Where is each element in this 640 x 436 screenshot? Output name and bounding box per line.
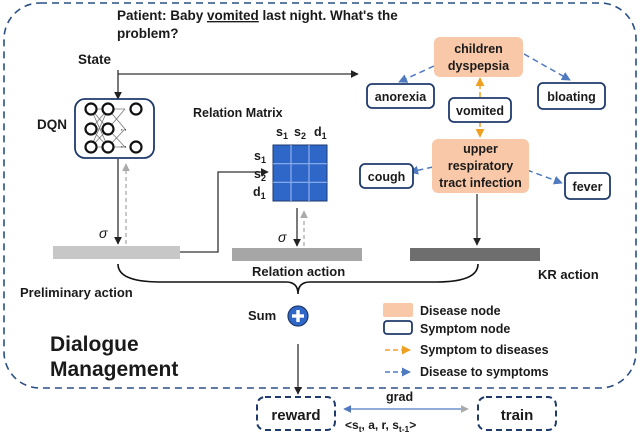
matrix-col-headers: s1 s2 d1 [276,125,327,141]
patient-utterance-line2: problem? [117,26,179,41]
disease-dyspepsia-line1: children [454,42,503,56]
reward-box: reward [256,396,336,431]
symptom-node-fever: fever [564,172,611,200]
kr-action-bar [410,248,540,261]
matrix-row-header: d1 [253,185,266,201]
edge-uri-fever [526,169,563,185]
sigma-left: σ [99,225,108,241]
legend-symptom-label: Symptom node [420,322,510,336]
legend-symptom-swatch [383,320,413,335]
legend-disease-to-symptoms-label: Disease to symptoms [420,365,549,379]
dialogue-management-title-line2: Management [50,358,178,381]
disease-uri-line1: upper [463,142,498,156]
svg-text:··: ·· [120,141,127,153]
edge-uri-cough [409,165,434,175]
train-box: train [477,396,557,431]
symptom-fever-label: fever [573,180,603,194]
legend-disease-swatch [383,303,413,317]
symptom-bloating-label: bloating [547,90,596,104]
state-label: State [78,52,112,67]
train-label: train [501,407,534,424]
matrix-col-header: d1 [314,125,327,141]
symptom-node-anorexia: anorexia [366,83,435,109]
kr-action-label: KR action [538,267,599,282]
transition-tuple: <st, a, r, st-1> [345,418,416,434]
legend-disease-label: Disease node [420,304,501,318]
preliminary-action-label: Preliminary action [20,285,133,300]
disease-node-dyspepsia: children dyspepsia [434,37,523,77]
symptom-cough-label: cough [368,170,406,184]
sum-label: Sum [248,308,276,323]
dqn-network: ·· ·· [74,98,155,159]
matrix-row-headers: s1 s2 d1 [253,149,266,201]
symptom-node-vomited: vomited [448,97,512,123]
dialogue-management-title-line1: Dialogue [50,333,139,356]
grad-label: grad [386,390,413,404]
symptom-node-cough: cough [359,163,414,189]
disease-node-uri: upper respiratory tract infection [432,139,529,193]
sigma-middle: σ [278,229,287,245]
edge-dyspepsia-anorexia [398,65,435,83]
edge-dyspepsia-bloating [523,53,571,81]
disease-dyspepsia-line2: dyspepsia [448,59,510,73]
disease-uri-line3: tract infection [439,176,522,190]
patient-utterance: Patient: Baby vomited last night. What's… [117,8,398,23]
patient-highlight: vomited [207,8,259,23]
legend-symptom-to-diseases-label: Symptom to diseases [420,343,549,357]
kg-edges [398,53,571,185]
relation-action-bar [232,248,362,261]
symptom-anorexia-label: anorexia [375,90,427,104]
matrix-col-header: s1 [276,125,288,141]
matrix-col-header: s2 [294,125,306,141]
relation-action-label: Relation action [252,264,345,279]
dqn-label: DQN [37,117,67,132]
symptom-vomited-label: vomited [456,104,504,118]
legend: Disease node Symptom node Symptom to dis… [383,303,549,379]
relation-matrix-grid [272,144,328,202]
matrix-row-header: s1 [254,149,266,165]
patient-prefix: Patient: Baby [117,8,207,23]
svg-text:··: ·· [120,124,127,136]
preliminary-to-matrix-arrow [180,168,269,253]
patient-suffix: last night. What's the [259,8,398,23]
sum-brace [117,263,479,295]
outer-frame [3,2,637,389]
preliminary-action-bar [53,246,180,259]
matrix-row-header: s2 [254,167,266,183]
sum-plus-icon [287,305,309,327]
disease-uri-line2: respiratory [448,159,513,173]
relation-matrix-label: Relation Matrix [193,106,283,120]
symptom-node-bloating: bloating [537,82,606,110]
reward-label: reward [271,407,320,424]
